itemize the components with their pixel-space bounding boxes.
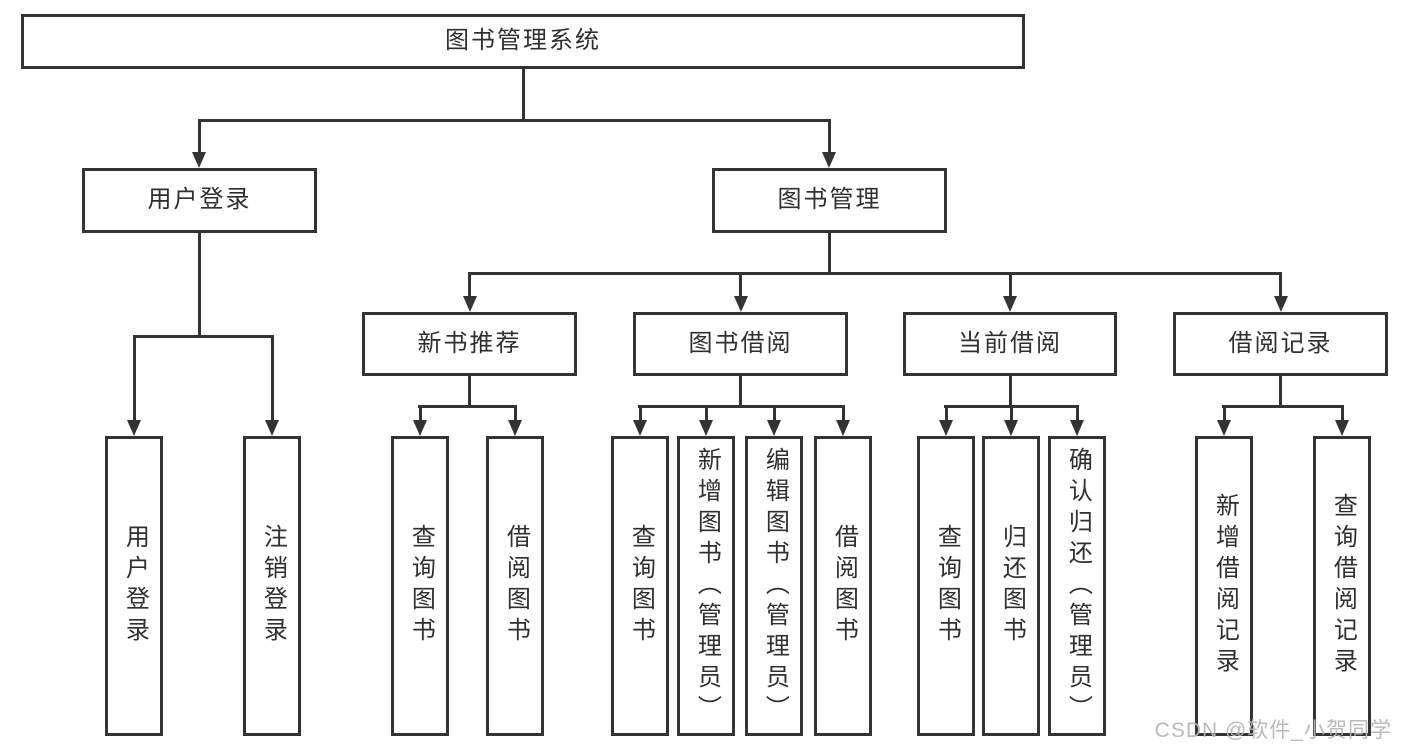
node-leaf-edit-books-admin: 编辑图书（管理员） (745, 436, 803, 736)
node-leaf-confirm-return-admin: 确认归还（管理员） (1048, 436, 1106, 736)
arrowhead-down-icon (633, 420, 647, 436)
arrowhead-down-icon (1274, 296, 1288, 312)
connector-line (133, 335, 136, 423)
connector-line (198, 231, 201, 338)
node-user-login: 用户登录 (82, 168, 317, 233)
node-current-borrowing: 当前借阅 (903, 312, 1117, 376)
node-leaf-add-borrow-record: 新增借阅记录 (1195, 436, 1253, 736)
csdn-watermark: CSDN @软件_小贺同学 (1154, 719, 1392, 742)
connector-line (514, 405, 517, 423)
arrowhead-down-icon (1004, 420, 1018, 436)
arrowhead-down-icon (192, 152, 206, 168)
arrowhead-down-icon (1070, 420, 1084, 436)
node-borrowing-records: 借阅记录 (1173, 312, 1388, 376)
connector-line (1341, 405, 1344, 423)
connector-line (639, 405, 642, 423)
arrowhead-down-icon (265, 420, 279, 436)
arrowhead-down-icon (822, 152, 836, 168)
connector-line (705, 405, 708, 423)
connector-line (773, 405, 776, 423)
connector-line (1279, 374, 1282, 408)
node-library-management-system: 图书管理系统 (21, 14, 1025, 69)
connector-line (828, 231, 831, 275)
arrowhead-down-icon (767, 420, 781, 436)
connector-line (1222, 405, 1343, 408)
node-leaf-borrow-books: 借阅图书 (814, 436, 872, 736)
arrowhead-down-icon (836, 420, 850, 436)
node-leaf-query-books-borrow: 查询图书 (611, 436, 669, 736)
node-leaf-add-books-admin: 新增图书（管理员） (677, 436, 735, 736)
connector-line (468, 272, 471, 300)
arrowhead-down-icon (734, 296, 748, 312)
node-leaf-return-books: 归还图书 (982, 436, 1040, 736)
arrowhead-down-icon (463, 296, 477, 312)
connector-line (1076, 405, 1079, 423)
connector-line (468, 374, 471, 408)
arrowhead-down-icon (1335, 420, 1349, 436)
connector-line (419, 405, 422, 423)
connector-line (1010, 405, 1013, 423)
arrowhead-down-icon (1217, 420, 1231, 436)
connector-line (828, 119, 831, 154)
connector-line (842, 405, 845, 423)
node-leaf-logout: 注销登录 (243, 436, 301, 736)
node-book-management: 图书管理 (712, 168, 947, 233)
arrowhead-down-icon (1003, 296, 1017, 312)
node-book-borrowing: 图书借阅 (633, 312, 848, 376)
connector-line (1009, 272, 1012, 300)
arrowhead-down-icon (127, 420, 141, 436)
connector-line (1279, 272, 1282, 300)
arrowhead-down-icon (699, 420, 713, 436)
connector-line (739, 374, 742, 408)
connector-line (418, 405, 516, 408)
node-new-book-recommend: 新书推荐 (362, 312, 577, 376)
node-leaf-borrow-books-recommend: 借阅图书 (486, 436, 544, 736)
connector-line (468, 272, 1282, 275)
arrowhead-down-icon (939, 420, 953, 436)
connector-line (739, 272, 742, 300)
node-leaf-user-login: 用户登录 (105, 436, 163, 736)
connector-line (945, 405, 948, 423)
connector-line (133, 335, 274, 338)
connector-line (271, 335, 274, 423)
connector-line (522, 67, 525, 122)
connector-line (638, 405, 844, 408)
arrowhead-down-icon (413, 420, 427, 436)
node-leaf-query-books-current: 查询图书 (917, 436, 975, 736)
connector-line (1223, 405, 1226, 423)
node-leaf-query-books-recommend: 查询图书 (391, 436, 449, 736)
arrowhead-down-icon (508, 420, 522, 436)
connector-line (199, 119, 831, 122)
connector-line (198, 119, 201, 154)
connector-line (1009, 374, 1012, 408)
node-leaf-query-borrow-record: 查询借阅记录 (1313, 436, 1371, 736)
